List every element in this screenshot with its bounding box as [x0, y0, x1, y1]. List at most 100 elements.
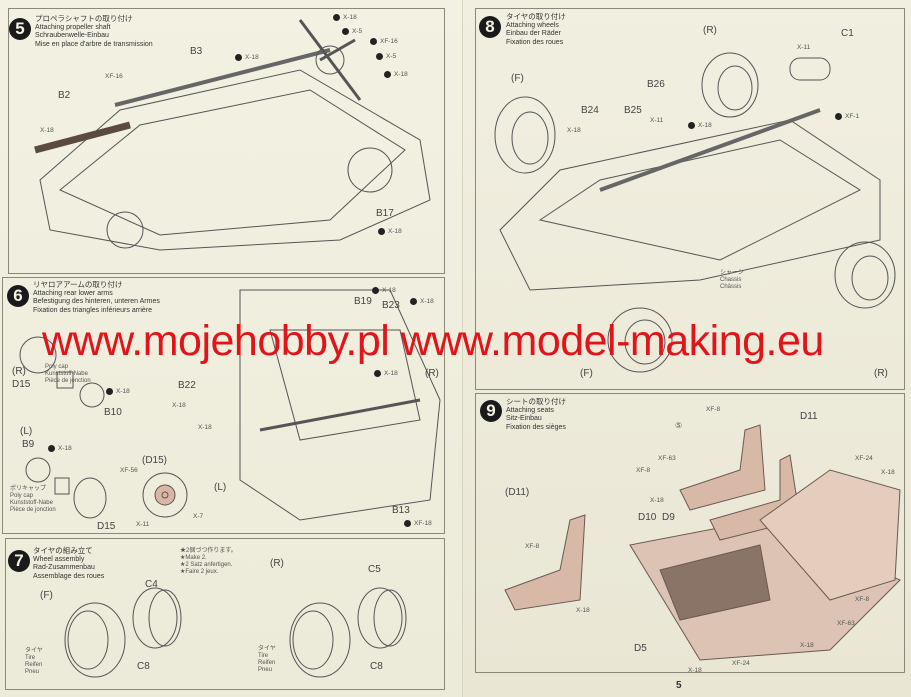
part-label: (D11) — [505, 487, 530, 498]
title-de: Rad-Zusammenbau — [33, 564, 95, 571]
step9-seats-drawing — [504, 424, 901, 661]
paint-label: X-18 — [881, 469, 895, 476]
part-label: B2 — [58, 90, 71, 101]
title-de: Sitz-Einbau — [506, 415, 542, 422]
paint-label: XF-24 — [855, 455, 873, 462]
paint-label: X-18 — [48, 445, 72, 452]
chassis-label: シャーシ Chassis Châssis — [720, 270, 744, 290]
paint-label: X-18 — [688, 667, 702, 674]
side-label: (F) — [580, 368, 593, 379]
watermark: www.mojehobby.pl www.model-making.eu — [42, 317, 824, 365]
paint-label: X-18 — [688, 122, 712, 129]
step-6-panel — [2, 277, 445, 534]
side-label: (R) — [270, 558, 284, 569]
side-label: (R) — [874, 368, 888, 379]
step-8-number: 8 — [479, 16, 501, 38]
title-fr: Fixation des roues — [506, 38, 564, 46]
paint-label: XF-8 — [525, 543, 540, 550]
polycap-label-top: Poly cap Kunststoff-Nabe Pièce de joncti… — [45, 364, 91, 384]
side-label: (L) — [214, 482, 227, 493]
part-label: B23 — [382, 300, 400, 311]
part-label: D5 — [634, 643, 647, 654]
paint-label: XF-16 — [370, 38, 398, 45]
title-jp: タイヤの取り付け — [506, 12, 566, 21]
step6-rear-drawing — [19, 289, 441, 521]
paint-label: X-11 — [650, 117, 664, 124]
title-en: Attaching seats — [506, 406, 554, 414]
title-fr: Mise en place d'arbre de transmission — [35, 40, 153, 48]
title-de: Einbau der Räder — [506, 30, 561, 37]
paint-label: XF-56 — [120, 467, 138, 474]
page-number: 5 — [676, 680, 682, 691]
paint-label: X-18 — [384, 71, 408, 78]
part-label: D10 — [638, 512, 657, 523]
side-label: (R) — [703, 25, 717, 36]
step-9-panel — [475, 393, 905, 673]
polycap-label: ポリキャップ Poly cap Kunststoff-Nabe Pièce de… — [10, 486, 56, 513]
side-label: (R) — [12, 366, 26, 377]
paint-label: X-18 — [567, 127, 581, 134]
part-label: B19 — [354, 296, 372, 307]
paint-label: XF-24 — [732, 660, 750, 667]
paint-label: X-18 — [800, 642, 814, 649]
paint-label: X-18 — [172, 402, 186, 409]
paint-label: X-11 — [136, 521, 150, 528]
paint-label: X-18 — [410, 298, 434, 305]
part-label: D15 — [97, 521, 116, 532]
side-label: (L) — [20, 426, 33, 437]
paint-label: X-7 — [193, 513, 204, 520]
title-jp: リヤロアアームの取り付け — [33, 280, 123, 289]
paint-label: X-18 — [106, 388, 130, 395]
paint-label: X-18 — [198, 424, 212, 431]
part-label: C8 — [137, 661, 150, 672]
step7-wheels-drawing — [64, 587, 407, 678]
step8-chassis-drawing — [494, 52, 896, 373]
side-label: (F) — [40, 590, 53, 601]
part-label: C1 — [841, 28, 854, 39]
part-label: B24 — [581, 105, 599, 116]
paint-label: X-18 — [378, 228, 402, 235]
step-7-number: 7 — [8, 550, 30, 572]
paint-label: XF-63 — [658, 455, 676, 462]
part-label: B10 — [104, 407, 122, 418]
paint-label: XF-18 — [404, 520, 432, 527]
left-page — [0, 0, 462, 697]
part-label: B22 — [178, 380, 196, 391]
paint-label: XF-1 — [834, 113, 860, 120]
title-jp: タイヤの組み立て — [33, 546, 93, 555]
title-fr: Fixation des sièges — [506, 423, 566, 431]
step-7-panel — [5, 538, 445, 690]
part-label: B9 — [22, 439, 35, 450]
title-en: Attaching rear lower arms — [33, 289, 113, 297]
part-label: D9 — [662, 512, 675, 523]
paint-label: X-5 — [375, 53, 397, 60]
paint-label: X-18 — [650, 497, 664, 504]
part-label: C8 — [370, 661, 383, 672]
part-label: C4 — [145, 579, 158, 590]
paint-label: XF-8 — [855, 596, 870, 603]
part-label: B26 — [647, 79, 665, 90]
paint-label: XF-8 — [706, 406, 721, 413]
tire-label: タイヤ Tire Reifen Pneu — [25, 648, 43, 675]
title-fr: Fixation des triangles inférieurs arrièr… — [33, 306, 153, 314]
circled-five-label: ⑤ — [675, 421, 683, 430]
paint-label: X-18 — [235, 54, 259, 61]
make-two-note: ★2個づつ作ります。 ★Make 2. ★2 Satz anfertigen. … — [180, 548, 237, 575]
title-jp: シートの取り付け — [506, 397, 566, 406]
paint-label: X-11 — [797, 44, 811, 51]
paint-label: X-18 — [372, 287, 396, 294]
part-label: D11 — [800, 411, 818, 422]
step-5-number: 5 — [9, 18, 31, 40]
paint-label: X-18 — [576, 607, 590, 614]
step-6-number: 6 — [7, 285, 29, 307]
step-5-panel — [8, 8, 445, 274]
part-label: B17 — [376, 208, 394, 219]
side-label: (D15) — [142, 455, 168, 466]
title-jp: プロペラシャフトの取り付け — [35, 14, 133, 23]
paint-label: X-18 — [40, 127, 54, 134]
